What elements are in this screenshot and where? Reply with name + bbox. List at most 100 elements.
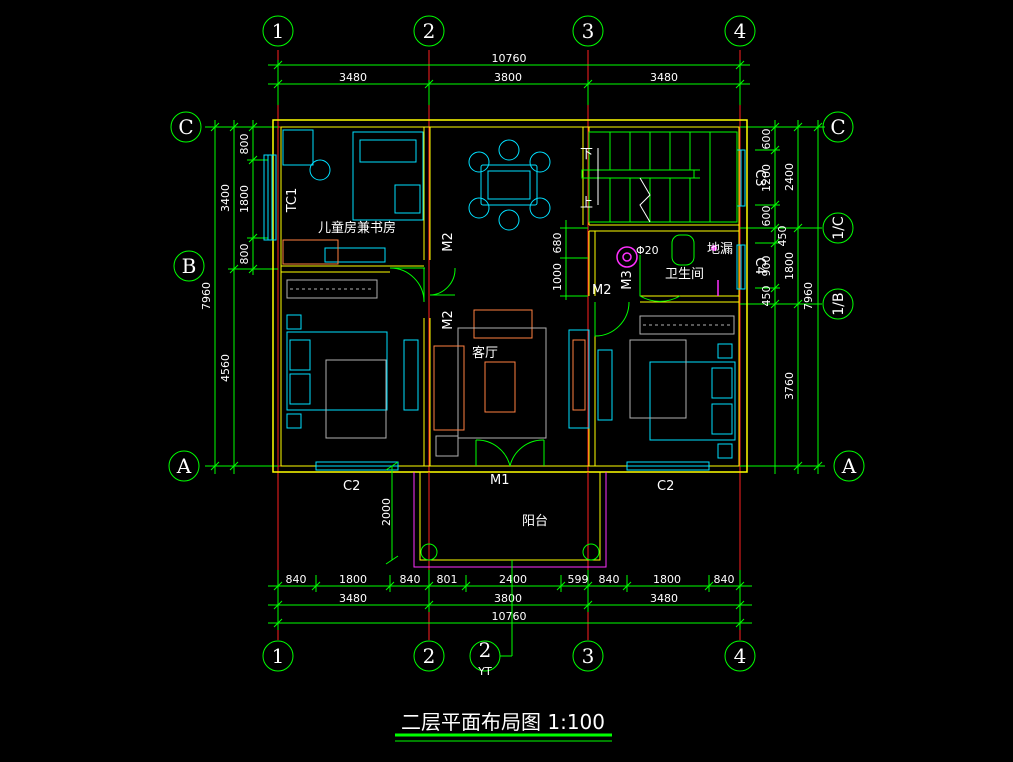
right-axis: C 1/C 1/B A 7960 2400 1800 3760 600 1200…	[740, 111, 865, 482]
dim-bottom-5: 2400	[499, 573, 527, 586]
dim-right-inner-4: 450	[776, 226, 789, 247]
door-m3-label: M3	[620, 270, 635, 290]
door-m2c-label: M2	[592, 283, 612, 298]
dim-right-mid-3: 3760	[783, 372, 796, 400]
bathroom-fixtures	[616, 234, 719, 296]
dim-right-inner-6: 450	[760, 286, 773, 307]
pipe-diameter-label: Φ20	[636, 244, 659, 257]
dim-bottom-row2-1: 3480	[339, 592, 367, 605]
dining-table	[468, 139, 551, 231]
dim-top-part-1: 3480	[339, 71, 367, 84]
dim-left-inner-2: 1800	[238, 185, 251, 213]
stair-up-label: 上	[580, 196, 593, 211]
dim-right-inner-3: 600	[760, 206, 773, 227]
axis-label-top-3: 3	[582, 19, 595, 43]
dim-bottom-row2-2: 3800	[494, 592, 522, 605]
door-m2a-label: M2	[441, 232, 456, 252]
axis-label-bottom-2: 2	[423, 644, 436, 668]
dim-bottom-1: 840	[286, 573, 307, 586]
axis-bubble-bottom-4	[724, 640, 756, 672]
left-bedroom-furniture	[286, 279, 419, 439]
dim-top-total: 10760	[492, 52, 527, 65]
staircase	[581, 131, 738, 223]
window-c2a-label: C2	[343, 479, 360, 494]
axis-bubble-top-2	[413, 15, 445, 47]
axis-bubble-bottom-1	[262, 640, 294, 672]
dim-mid-2: 1000	[551, 263, 564, 291]
axis-label-top-1: 1	[272, 19, 285, 43]
dim-bottom-6: 599	[568, 573, 589, 586]
top-axis-bubbles: 1 2 3 4	[262, 15, 756, 47]
axis-bubble-top-4	[724, 15, 756, 47]
axis-bubble-left-c	[170, 111, 202, 143]
dim-right-inner-1: 600	[760, 129, 773, 150]
axis-label-top-4: 4	[734, 19, 747, 43]
axis-label-bottom-1: 1	[272, 644, 285, 668]
room-bath-label: 卫生间	[665, 267, 704, 282]
room-child-study-label: 儿童房兼书房	[318, 220, 396, 236]
dim-bottom-4: 801	[437, 573, 458, 586]
dim-left-mid-1: 3400	[219, 184, 232, 212]
balcony	[385, 461, 607, 568]
living-room-furniture	[433, 309, 590, 457]
dim-bottom-8: 1800	[653, 573, 681, 586]
window-c2b-label: C2	[657, 479, 674, 494]
door-m2b-label: M2	[441, 310, 456, 330]
axis-grid-lines	[210, 50, 820, 640]
axis-bubble-left-b	[173, 250, 205, 282]
drawing-title: 二层平面布局图 1:100	[401, 710, 605, 734]
axis-label-left-b: B	[182, 254, 197, 278]
dim-left-mid-2: 4560	[219, 354, 232, 382]
dim-bottom-2: 1800	[339, 573, 367, 586]
dim-mid-1: 680	[551, 233, 564, 254]
axis-bubble-right-1c	[822, 212, 854, 244]
dim-right-mid-1: 2400	[783, 163, 796, 191]
window-tc1-label: TC1	[285, 188, 300, 214]
stair-down-label: 下	[580, 147, 593, 162]
axis-bubble-top-1	[262, 15, 294, 47]
mid-vertical-dims: 680 1000	[551, 220, 588, 300]
dim-top-part-2: 3800	[494, 71, 522, 84]
window-c3-label: C3	[752, 169, 767, 186]
dim-bottom-total: 10760	[492, 610, 527, 623]
doors	[389, 255, 681, 467]
axis-label-bottom-3: 3	[582, 644, 595, 668]
door-m1-label: M1	[490, 473, 510, 488]
dim-bottom-7: 840	[599, 573, 620, 586]
floor-drain-label: 地漏	[707, 241, 733, 257]
axis-label-left-a: A	[176, 454, 192, 478]
dim-top-part-3: 3480	[650, 71, 678, 84]
axis-label-right-1b: 1/B	[831, 292, 847, 315]
bottom-dimensions	[268, 570, 752, 630]
axis-bubble-right-a	[833, 450, 865, 482]
left-axis: C B A 7960 3400 4560 800 1800 800	[168, 111, 278, 482]
axis-label-right-1c: 1/C	[831, 216, 847, 240]
axis-label-bottom-2yt: 2	[479, 638, 492, 662]
dim-left-outer: 7960	[200, 282, 213, 310]
dim-bottom-9: 840	[714, 573, 735, 586]
room-living-label: 客厅	[472, 345, 498, 361]
axis-label-left-c: C	[178, 115, 193, 139]
dim-balcony-depth: 2000	[380, 498, 393, 526]
room-balcony-label: 阳台	[522, 514, 548, 529]
top-dimensions: 10760 3480 3800 3480	[268, 52, 750, 105]
axis-bubble-bottom-3	[572, 640, 604, 672]
windows	[263, 149, 746, 471]
axis-label-bottom-yt: YT	[477, 665, 492, 678]
right-bedroom-furniture	[597, 315, 736, 459]
axis-label-right-a: A	[841, 454, 857, 478]
dim-right-inner-2: 1200	[760, 164, 773, 192]
axis-label-right-c: C	[830, 115, 845, 139]
child-room-furniture	[282, 129, 424, 265]
axis-bubble-right-1b	[822, 288, 854, 320]
axis-bubble-top-3	[572, 15, 604, 47]
dim-right-mid-2: 1800	[783, 252, 796, 280]
axis-bubble-left-a	[168, 450, 200, 482]
dim-right-inner-5: 900	[760, 256, 773, 277]
window-c4-label: C4	[752, 257, 767, 274]
dim-right-outer: 7960	[802, 282, 815, 310]
dim-bottom-row2-3: 3480	[650, 592, 678, 605]
dim-bottom-3: 840	[400, 573, 421, 586]
bottom-axis-bubbles: 1 2 2 YT 3 4	[262, 560, 756, 678]
